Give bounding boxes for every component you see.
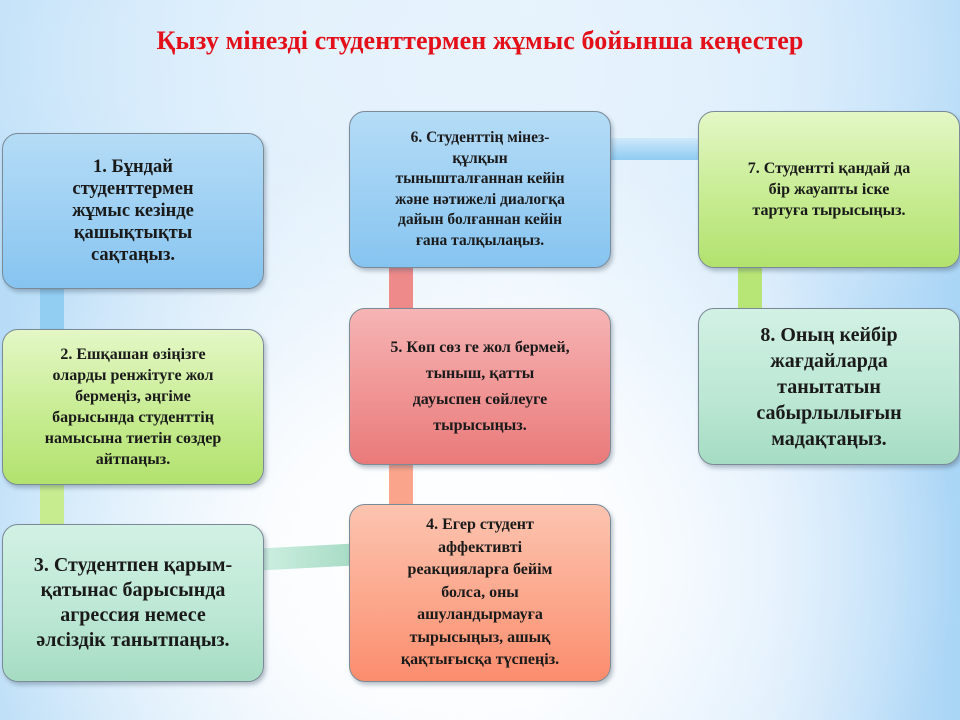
tip-3-line: агрессия немесе xyxy=(60,604,206,626)
tip-6-line: құлқын xyxy=(452,149,508,167)
connector-1-2 xyxy=(40,288,64,332)
tip-4-line: реакцияларға бейім xyxy=(407,561,553,579)
tip-box-2: 2. Ешқашан өзіңізге оларды ренжітуге жол… xyxy=(2,329,264,485)
tip-6-line: тынышталғаннан кейін xyxy=(395,170,565,187)
connector-3-4 xyxy=(262,543,352,571)
tip-4-line: қақтығысқа түспеңіз. xyxy=(400,651,560,669)
tip-7-line: 7. Студентті қандай да xyxy=(747,160,911,177)
tip-4-line: аффективті xyxy=(437,538,523,556)
tip-8-line: мадақтаңыз. xyxy=(771,427,887,450)
tip-box-6: 6. Студенттің мінез- құлқын тынышталғанн… xyxy=(349,111,611,268)
tip-1-line: 1. Бұндай xyxy=(93,157,173,177)
tip-1-line: сақтаңыз. xyxy=(90,245,176,265)
tip-box-8: 8. Оның кейбір жағдайларда танытатын саб… xyxy=(698,308,960,465)
tip-box-7: 7. Студентті қандай да бір жауапты іске … xyxy=(698,111,960,268)
tip-2-line: намысына тиетін сөздер xyxy=(44,430,222,447)
tip-6-line: ғана талқылаңыз. xyxy=(415,231,545,249)
tip-6-line: 6. Студенттің мінез- xyxy=(410,129,550,146)
connector-5-6 xyxy=(389,266,413,310)
tip-3-line: 3. Студентпен қарым- xyxy=(33,554,233,576)
tip-1-line: қашықтықты xyxy=(73,223,193,243)
tip-2-line: айтпаңыз. xyxy=(95,451,171,468)
tip-8-line: 8. Оның кейбір xyxy=(760,323,898,346)
connector-4-5 xyxy=(389,464,413,506)
tip-2-line: оларды ренжітуге жол xyxy=(52,367,214,384)
tip-5-line: 5. Көп сөз ге жол бермей, xyxy=(390,338,570,356)
tip-8-line: сабырлылығын xyxy=(756,401,902,424)
tip-5-line: тыныш, қатты xyxy=(425,364,535,382)
tip-2-line: 2. Ешқашан өзіңізге xyxy=(60,346,206,363)
tip-1-line: студенттермен xyxy=(72,179,194,199)
tip-6-line: және нәтижелі диалогқа xyxy=(395,190,565,208)
connector-6-7 xyxy=(610,138,702,160)
connector-2-3 xyxy=(40,484,64,526)
tip-box-4: 4. Егер студент аффективті реакцияларға … xyxy=(349,504,611,682)
tip-3-line: әлсіздік танытпаңыз. xyxy=(36,629,230,651)
tip-2-line: бермеңіз, әңгіме xyxy=(75,388,191,405)
tip-5-line: тырысыңыз. xyxy=(433,416,527,434)
tip-box-1: 1. Бұндай студенттермен жұмыс кезінде қа… xyxy=(2,133,264,289)
tip-4-line: ашуландырмауға xyxy=(417,606,543,624)
tip-4-line: тырысыңыз, ашық xyxy=(409,628,551,646)
tip-2-line: барысында студенттің xyxy=(52,409,214,426)
tip-4-line: болса, оны xyxy=(441,583,519,601)
tip-8-line: танытатын xyxy=(777,375,881,398)
tip-box-3: 3. Студентпен қарым- қатынас барысында а… xyxy=(2,524,264,682)
tip-8-line: жағдайларда xyxy=(770,349,888,372)
tip-7-line: тартуға тырысыңыз. xyxy=(752,202,906,219)
slide-title: Қызу мінезді студенттермен жұмыс бойынша… xyxy=(156,26,804,55)
tip-1-line: жұмыс кезінде xyxy=(72,201,194,221)
connector-7-8 xyxy=(738,266,762,310)
tip-5-line: дауыспен сөйлеуге xyxy=(412,390,548,408)
tip-4-line: 4. Егер студент xyxy=(426,516,534,534)
tip-box-5: 5. Көп сөз ге жол бермей, тыныш, қатты д… xyxy=(349,308,611,465)
tip-7-line: бір жауапты іске xyxy=(768,181,890,198)
tip-6-line: дайын болғаннан кейін xyxy=(397,211,562,228)
tip-3-line: қатынас барысында xyxy=(40,579,226,601)
